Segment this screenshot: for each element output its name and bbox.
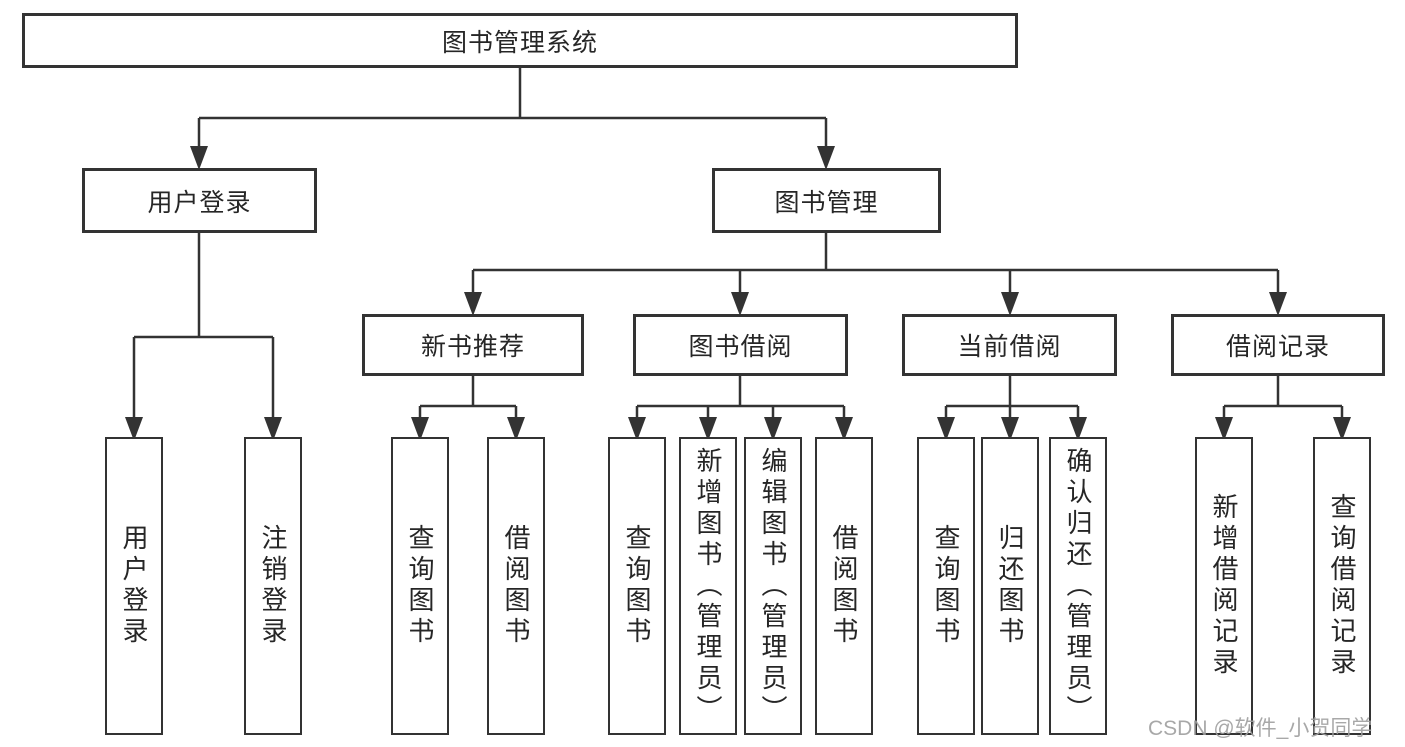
leaf-label: 查询借阅记录 xyxy=(1327,493,1357,679)
leaf-label: 查询图书 xyxy=(405,524,435,648)
node-label: 图书管理 xyxy=(774,188,879,217)
leaf-add-borrow-record: 新增借阅记录 xyxy=(1195,437,1253,735)
leaf-label: 注销登录 xyxy=(258,524,288,648)
leaf-label: 用户登录 xyxy=(119,524,149,648)
leaf-label: 新增图书（管理员） xyxy=(693,446,723,726)
leaf-query-book-borrow: 查询图书 xyxy=(608,437,666,735)
leaf-query-borrow-record: 查询借阅记录 xyxy=(1313,437,1371,735)
leaf-label: 新增借阅记录 xyxy=(1209,493,1239,679)
leaf-user-login: 用户登录 xyxy=(105,437,163,735)
leaf-query-book-current: 查询图书 xyxy=(917,437,975,735)
leaf-label: 查询图书 xyxy=(931,524,961,648)
leaf-add-book-admin: 新增图书（管理员） xyxy=(679,437,737,735)
leaf-label: 借阅图书 xyxy=(829,524,859,648)
leaf-confirm-return-admin: 确认归还（管理员） xyxy=(1049,437,1107,735)
node-user-login: 用户登录 xyxy=(82,168,317,233)
csdn-watermark: CSDN @软件_小贺同学 xyxy=(1148,717,1373,740)
leaf-label: 编辑图书（管理员） xyxy=(758,446,788,726)
node-current-borrow: 当前借阅 xyxy=(902,314,1117,376)
leaf-borrow-book: 借阅图书 xyxy=(815,437,873,735)
leaf-label: 确认归还（管理员） xyxy=(1063,446,1093,726)
arrowheads xyxy=(125,146,1351,441)
node-book-borrow: 图书借阅 xyxy=(633,314,848,376)
node-borrow-records: 借阅记录 xyxy=(1171,314,1385,376)
node-label: 图书借阅 xyxy=(688,333,793,361)
leaf-logout: 注销登录 xyxy=(244,437,302,735)
node-label: 当前借阅 xyxy=(957,333,1062,361)
leaf-edit-book-admin: 编辑图书（管理员） xyxy=(744,437,802,735)
leaf-label: 借阅图书 xyxy=(501,524,531,648)
node-library-management-system: 图书管理系统 xyxy=(22,13,1018,68)
node-label: 借阅记录 xyxy=(1225,333,1330,361)
leaf-label: 查询图书 xyxy=(622,524,652,648)
leaf-return-book: 归还图书 xyxy=(981,437,1039,735)
node-book-management: 图书管理 xyxy=(712,168,941,233)
leaf-borrow-book-recommend: 借阅图书 xyxy=(487,437,545,735)
connector-lines xyxy=(132,68,1344,420)
leaf-label: 归还图书 xyxy=(995,524,1025,648)
node-label: 新书推荐 xyxy=(420,333,525,361)
node-new-book-recommend: 新书推荐 xyxy=(362,314,584,376)
node-label: 图书管理系统 xyxy=(441,28,598,57)
node-label: 用户登录 xyxy=(147,188,252,217)
leaf-query-book-recommend: 查询图书 xyxy=(391,437,449,735)
